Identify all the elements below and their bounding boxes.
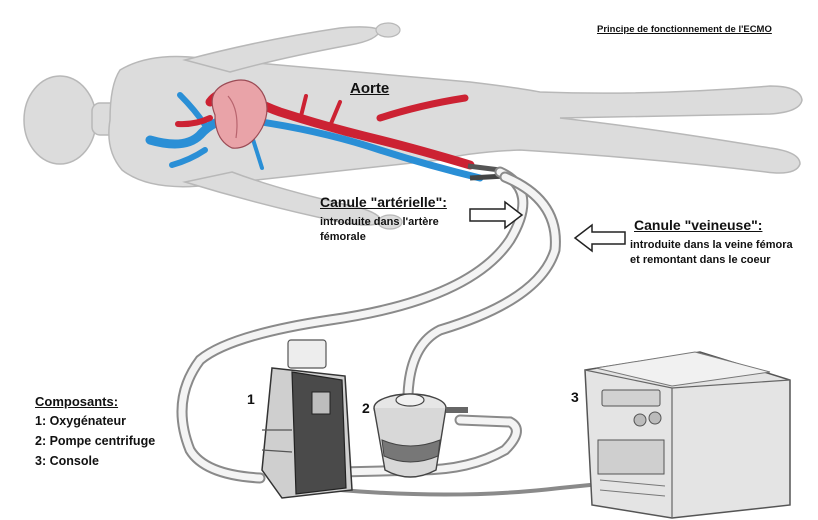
- console-device: [585, 352, 790, 518]
- number-label-console: 3: [571, 389, 579, 405]
- arterial-cannula-line: fémorale: [320, 230, 439, 245]
- number-label-pump: 2: [362, 400, 370, 416]
- aorta-label: Aorte: [350, 80, 389, 97]
- venous-cannula-line: introduite dans la veine fémora: [630, 238, 793, 253]
- oxygenator-device: [262, 340, 352, 498]
- component-item: 2: Pompe centrifuge: [35, 434, 155, 448]
- arterial-cannula-heading: Canule "artérielle":: [320, 194, 447, 210]
- hand-icon: [376, 23, 400, 37]
- arterial-cannula-description: introduite dans l'artère fémorale: [320, 215, 439, 245]
- component-item: 3: Console: [35, 454, 99, 468]
- figure-title: Principe de fonctionnement de l'ECMO: [597, 24, 772, 35]
- arterial-cannula-line: introduite dans l'artère: [320, 215, 439, 230]
- number-label-oxygenator: 1: [247, 391, 255, 407]
- venous-cannula-heading: Canule "veineuse":: [634, 217, 762, 233]
- components-heading: Composants:: [35, 394, 118, 409]
- venous-cannula-description: introduite dans la veine fémora et remon…: [630, 238, 793, 268]
- arrow-left-icon: [575, 225, 625, 251]
- venous-cannula-line: et remontant dans le coeur: [630, 253, 793, 268]
- component-item: 1: Oxygénateur: [35, 414, 126, 428]
